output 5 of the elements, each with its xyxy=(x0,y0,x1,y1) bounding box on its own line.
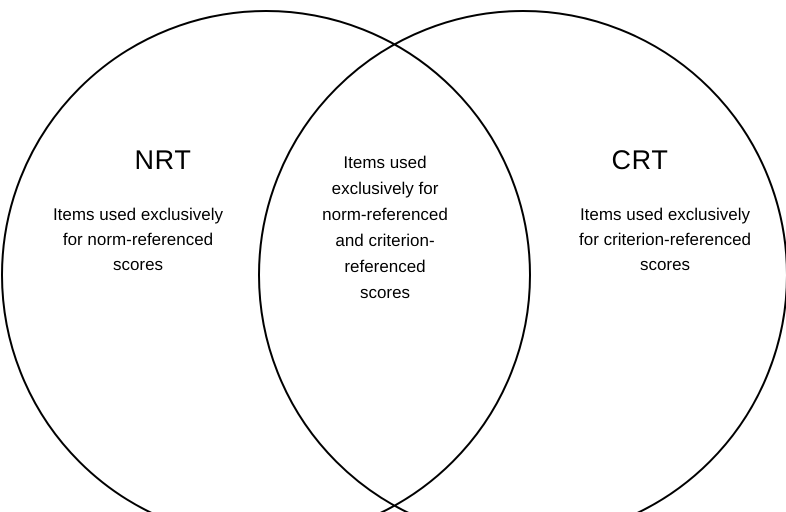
set-title: CRT xyxy=(610,144,670,177)
set-description: Items used exclusively for norm-referenced scores xyxy=(52,204,224,276)
set-description: Items used exclusively for criterion-referenced scores xyxy=(578,204,752,276)
overlap-description: Items used exclusively for norm-referenced and criterion-referenced scores xyxy=(321,152,449,304)
set-title: NRT xyxy=(133,144,193,177)
